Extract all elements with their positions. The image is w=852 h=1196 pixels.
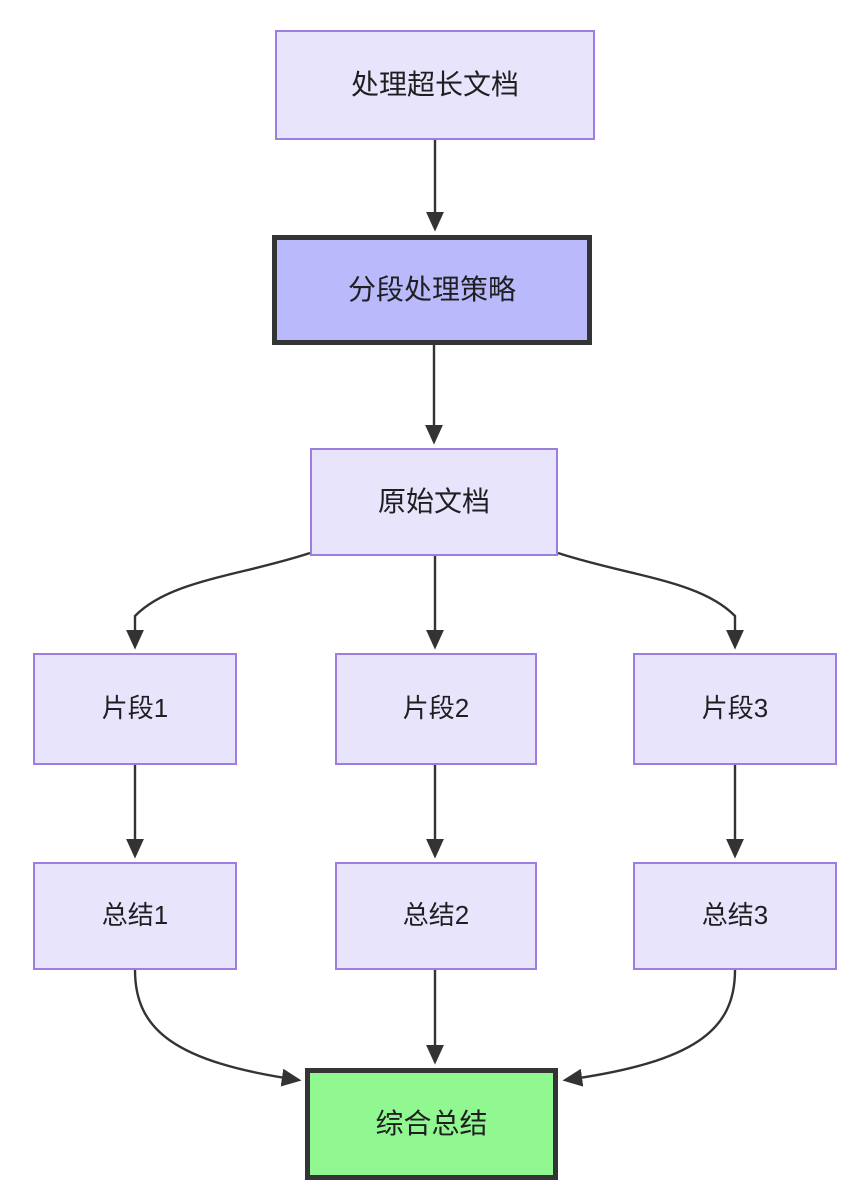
- node-comprehensive-summary[interactable]: 综合总结: [305, 1068, 558, 1180]
- node-label: 总结1: [101, 900, 169, 931]
- node-label: 分段处理策略: [347, 274, 516, 306]
- flowchart-edge: [562, 969, 737, 1087]
- node-label: 总结3: [701, 900, 769, 931]
- node-summary-1[interactable]: 总结1: [33, 862, 237, 970]
- node-original-document[interactable]: 原始文档: [310, 448, 558, 556]
- node-fragment-1[interactable]: 片段1: [33, 653, 237, 765]
- node-process-long-document[interactable]: 处理超长文档: [275, 30, 595, 140]
- flowchart-edge: [557, 551, 744, 650]
- node-summary-2[interactable]: 总结2: [335, 862, 537, 970]
- node-label: 总结2: [402, 900, 470, 931]
- node-summary-3[interactable]: 总结3: [633, 862, 837, 970]
- node-label: 片段3: [701, 693, 769, 724]
- node-label: 片段1: [101, 693, 169, 724]
- flowchart-edge: [133, 969, 302, 1087]
- node-fragment-2[interactable]: 片段2: [335, 653, 537, 765]
- flowchart-edge: [126, 551, 311, 650]
- node-label: 处理超长文档: [350, 69, 519, 101]
- node-label: 原始文档: [377, 486, 490, 518]
- node-label: 片段2: [402, 693, 470, 724]
- node-chunking-strategy[interactable]: 分段处理策略: [272, 235, 592, 345]
- node-label: 综合总结: [375, 1108, 488, 1140]
- node-fragment-3[interactable]: 片段3: [633, 653, 837, 765]
